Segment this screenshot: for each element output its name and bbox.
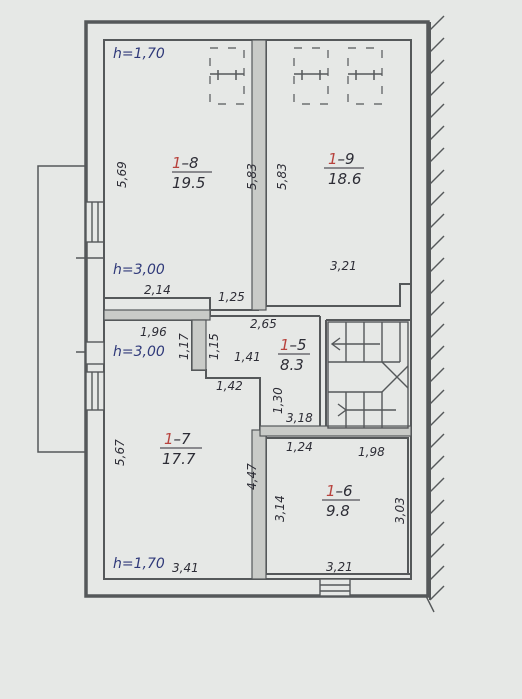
room-1-6-area: 9.8 [326,502,350,520]
room-1-7-area: 17.7 [162,450,196,468]
dim-3-41: 3,41 [172,561,199,575]
dim-1-98: 1,98 [358,445,385,459]
dim-1-17: 1,17 [177,333,191,360]
height-label-mid-left: h=3,00 [113,262,165,278]
dim-3-18: 3,18 [286,411,313,425]
dim-1-15: 1,15 [207,333,221,360]
height-label-top-left: h=1,70 [113,46,165,62]
dim-2-14: 2,14 [144,283,171,297]
dim-1-24: 1,24 [286,440,313,454]
staircase [327,321,409,429]
height-label-bottom-left: h=1,70 [113,556,165,572]
windows [85,201,351,597]
dim-3-21-top: 3,21 [330,259,357,273]
skylights [209,47,383,105]
dim-2-65: 2,65 [250,317,277,331]
room-1-6-number: 1–6 [326,482,353,500]
height-label-mid-left-2: h=3,00 [113,344,165,360]
dim-5-67: 5,67 [113,439,127,466]
room-1-8-number: 1–8 [172,154,199,172]
room-label-rules [160,167,364,501]
dim-5-83-right: 5,83 [275,163,289,190]
dim-1-96: 1,96 [140,325,167,339]
dim-1-25: 1,25 [218,290,245,304]
room-1-9-area: 18.6 [328,170,361,188]
dim-1-30: 1,30 [271,387,285,414]
dim-5-83-left: 5,83 [245,163,259,190]
dim-5-69: 5,69 [115,161,129,188]
ground-hatching [425,15,445,613]
dim-1-41: 1,41 [234,350,261,364]
dim-3-21-bottom: 3,21 [326,560,353,574]
dim-4-47: 4,47 [245,463,259,490]
room-1-5-number: 1–5 [280,336,307,354]
dim-3-14: 3,14 [273,495,287,522]
dim-3-03: 3,03 [393,497,407,524]
room-1-7-number: 1–7 [164,430,191,448]
skylight-bars [210,70,382,80]
room-1-9-number: 1–9 [328,150,355,168]
wall-fill [103,39,412,580]
room-1-8-area: 19.5 [172,174,205,192]
room-1-5-area: 8.3 [280,356,304,374]
dim-1-42: 1,42 [216,379,243,393]
